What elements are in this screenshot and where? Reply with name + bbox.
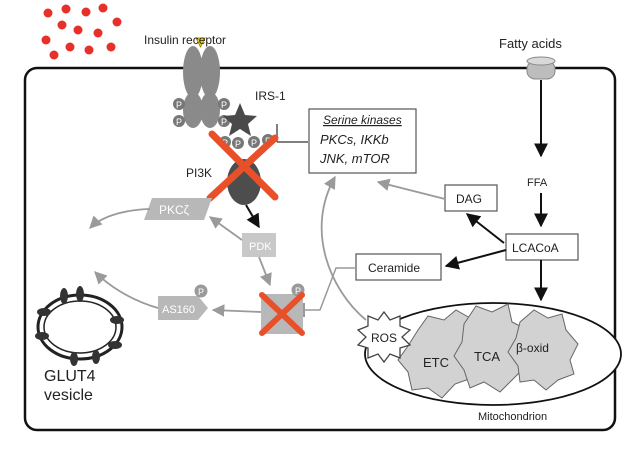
fatty-acid-transporter	[526, 56, 556, 80]
cell-membrane	[23, 66, 617, 432]
blocked-cross-akt	[259, 292, 305, 336]
dag-label: DAG	[456, 192, 482, 206]
svg-text:P: P	[221, 100, 227, 110]
svg-text:P: P	[221, 117, 227, 127]
irs1-label: IRS-1	[255, 89, 286, 103]
pdk-label: PDK	[249, 241, 272, 253]
svg-text:P: P	[176, 100, 182, 110]
svg-text:P: P	[295, 286, 301, 296]
serine-kinases-box	[308, 108, 417, 174]
insulin-binding-marker	[195, 37, 206, 48]
beta-oxid-label: β-oxid	[516, 341, 549, 355]
glut4-label-line2: vesicle	[44, 387, 93, 404]
serine-kinases-line1: PKCs, IKKb	[320, 132, 389, 147]
ros-burst	[356, 310, 412, 364]
serine-kinases-title: Serine kinases	[323, 113, 402, 127]
mitochondrion-label: Mitochondrion	[478, 411, 547, 423]
dag-box	[444, 184, 498, 212]
lcacoa-label: LCACoA	[512, 241, 559, 255]
pkc-zeta-label: PKCζ	[159, 203, 190, 217]
ceramide-label: Ceramide	[368, 261, 420, 275]
ffa-label: FFA	[527, 177, 548, 189]
pdk-box	[242, 233, 276, 257]
blocked-cross-pi3k	[206, 130, 279, 202]
svg-text:P: P	[251, 138, 257, 148]
pkc-zeta-shape	[144, 198, 212, 220]
svg-text:P: P	[198, 287, 204, 297]
insulin-receptor-label: Insulin receptor	[144, 33, 226, 47]
ceramide-box	[355, 253, 442, 281]
irs1-star	[223, 103, 257, 136]
ros-arrow	[320, 175, 367, 321]
svg-text:P: P	[235, 139, 241, 149]
insulin-receptor	[183, 37, 220, 128]
serine-kinases-line2: JNK, mTOR	[319, 151, 390, 166]
tca-label: TCA	[474, 349, 500, 364]
insulin-molecules	[41, 3, 122, 60]
as160-label: AS160	[162, 304, 195, 316]
as160-shape	[158, 296, 208, 320]
glut4-vesicle	[35, 286, 124, 366]
pi3k-label: PI3K	[186, 166, 212, 180]
svg-text:P: P	[176, 117, 182, 127]
fatty-acids-label: Fatty acids	[499, 36, 562, 51]
as160-phosphate	[194, 284, 208, 298]
lcacoa-box	[505, 233, 579, 261]
etc-label: ETC	[423, 355, 449, 370]
ros-label: ROS	[371, 331, 397, 345]
glut4-label-line1: GLUT4	[44, 368, 96, 385]
mitochondrion-cristae	[397, 303, 579, 399]
